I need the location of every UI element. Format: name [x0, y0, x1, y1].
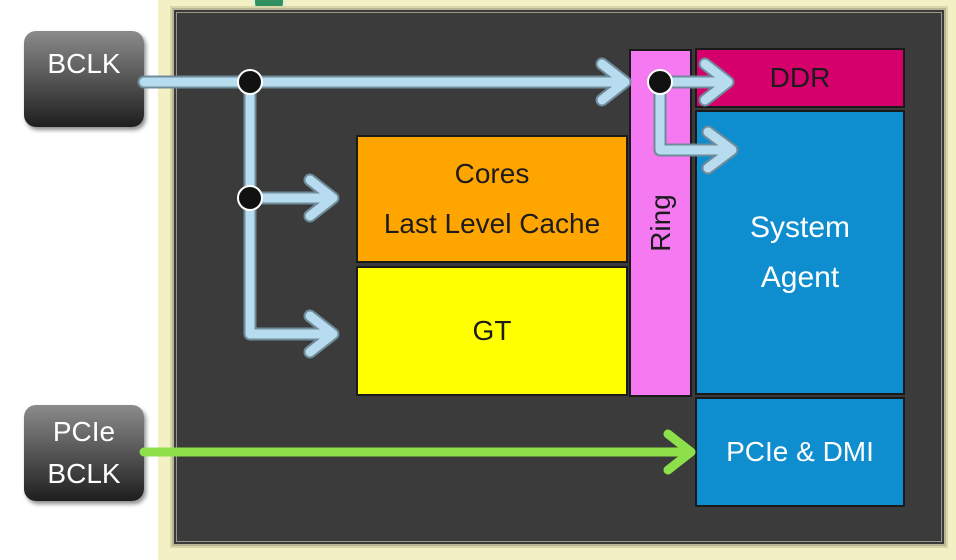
cores-label: Cores	[454, 158, 530, 189]
pcie-bclk-source: PCIe BCLK	[24, 405, 144, 501]
junction-dot-2	[237, 185, 263, 211]
pcie-bclk-label-line1: PCIe	[52, 416, 116, 447]
system-agent-label-line2: Agent	[760, 260, 840, 294]
gt-block: GT	[356, 266, 628, 396]
bclk-wires	[139, 59, 737, 357]
last-level-cache-label: Last Level Cache	[383, 208, 601, 239]
pcie-bclk-label-line2: BCLK	[47, 458, 121, 489]
ddr-label: DDR	[769, 62, 831, 93]
junction-dots	[237, 69, 673, 211]
system-agent-label-line1: System	[749, 210, 851, 244]
gt-label: GT	[472, 315, 512, 346]
junction-dot-1	[237, 69, 263, 95]
pcie-dmi-label: PCIe & DMI	[726, 436, 874, 467]
cores-llc-block: Cores Last Level Cache	[356, 135, 628, 263]
junction-dot-3	[647, 69, 673, 95]
pcie-dmi-block: PCIe & DMI	[695, 397, 905, 507]
bclk-label: BCLK	[47, 48, 121, 79]
pcie-bclk-wire	[139, 429, 696, 475]
die-inner-frame	[176, 12, 942, 542]
bclk-wires-outline	[137, 57, 739, 359]
bclk-source: BCLK	[24, 31, 144, 127]
